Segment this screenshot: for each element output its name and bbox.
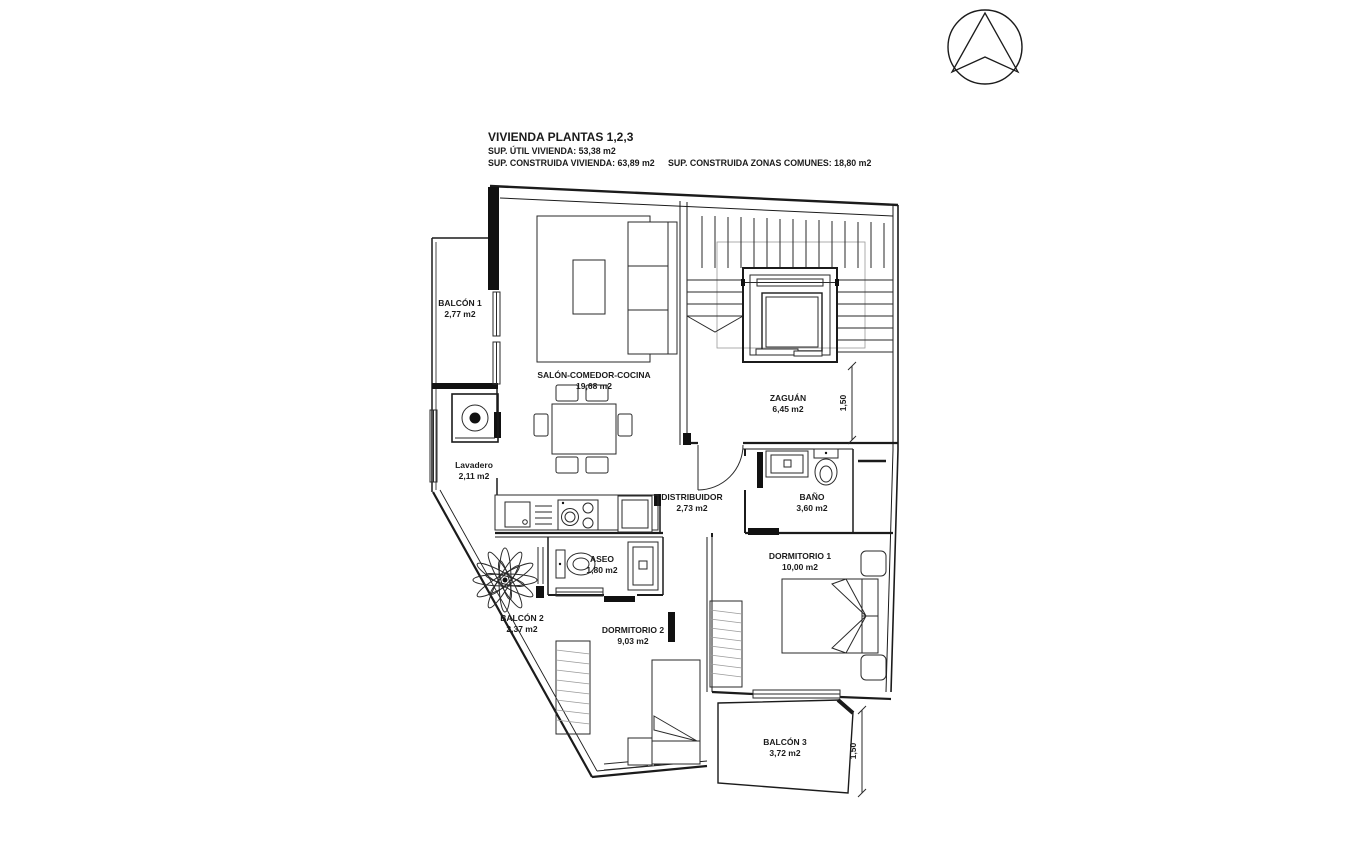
double-bed — [781, 578, 879, 654]
room-label-bano: BAÑO 3,60 m2 — [796, 492, 827, 513]
room-labels: BALCÓN 1 2,77 m2 SALÓN-COMEDOR-COCINA 19… — [438, 297, 831, 758]
room-label-lavadero: Lavadero 2,11 m2 — [455, 460, 493, 481]
room-label-balcon3: BALCÓN 3 3,72 m2 — [763, 736, 807, 758]
plant-icon — [472, 547, 538, 613]
room-name: SALÓN-COMEDOR-COCINA — [537, 369, 650, 380]
bano-fixtures — [765, 448, 886, 486]
room-name: ASEO — [590, 554, 614, 564]
dim-value: 1,50 — [848, 742, 858, 759]
title-block: VIVIENDA PLANTAS 1,2,3 SUP. ÚTIL VIVIEND… — [488, 130, 871, 168]
single-bed — [651, 659, 701, 765]
room-area: 2,77 m2 — [444, 309, 475, 319]
wardrobe-dorm2 — [555, 640, 591, 735]
kitchen-sink — [504, 501, 552, 528]
coffee-table — [572, 259, 606, 315]
room-area: 1,80 m2 — [586, 565, 617, 575]
room-name: BALCÓN 2 — [500, 612, 544, 623]
room-area: 2,37 m2 — [506, 624, 537, 634]
aseo-toilet — [555, 549, 596, 579]
room-label-balcon2: BALCÓN 2 2,37 m2 — [500, 612, 544, 634]
cooktop — [557, 499, 599, 531]
bano-sink — [765, 450, 809, 478]
room-area: 19,68 m2 — [576, 381, 612, 391]
fridge — [617, 495, 653, 533]
living-room-furniture — [533, 215, 678, 474]
room-label-zaguan: ZAGUÁN 6,45 m2 — [770, 393, 806, 414]
washing-machine — [451, 393, 499, 443]
room-name: BALCÓN 3 — [763, 736, 807, 747]
walls — [431, 184, 899, 794]
room-label-distribuidor: DISTRIBUIDOR 2,73 m2 — [661, 492, 722, 513]
wardrobe-dorm1 — [709, 600, 743, 688]
dining-table-set — [533, 384, 633, 474]
kitchen-counter — [494, 494, 659, 533]
room-label-dormitorio2: DORMITORIO 2 9,03 m2 — [602, 625, 664, 646]
room-area: 2,73 m2 — [676, 503, 707, 513]
room-name: Lavadero — [455, 460, 493, 470]
sup-construida-label: SUP. CONSTRUIDA VIVIENDA: 63,89 m2 — [488, 158, 655, 168]
staircase — [686, 216, 893, 353]
room-label-aseo: ASEO 1,80 m2 — [586, 554, 617, 575]
nightstand — [860, 654, 887, 681]
plan-title: VIVIENDA PLANTAS 1,2,3 — [488, 130, 634, 144]
room-area: 3,60 m2 — [796, 503, 827, 513]
room-name: BAÑO — [799, 492, 824, 502]
room-name: DORMITORIO 2 — [602, 625, 664, 635]
north-arrow-icon — [947, 9, 1023, 85]
room-area: 3,72 m2 — [769, 748, 800, 758]
dormitorio1-furniture — [709, 550, 887, 688]
elevator — [741, 267, 839, 363]
room-name: ZAGUÁN — [770, 393, 806, 403]
dimension-balcon3: 1,50 — [848, 705, 867, 798]
room-label-balcon1: BALCÓN 1 2,77 m2 — [438, 297, 482, 319]
aseo-fixtures — [555, 541, 659, 591]
room-name: DORMITORIO 1 — [769, 551, 831, 561]
dim-value: 1,50 — [838, 394, 848, 411]
shower — [627, 541, 659, 591]
room-label-dormitorio1: DORMITORIO 1 10,00 m2 — [769, 551, 831, 572]
room-name: DISTRIBUIDOR — [661, 492, 722, 502]
doors — [604, 444, 779, 642]
sup-util-label: SUP. ÚTIL VIVIENDA: 53,38 m2 — [488, 145, 616, 156]
nightstand — [860, 550, 887, 577]
dimension-zaguan: 1,50 — [838, 361, 857, 445]
bano-toilet — [813, 448, 839, 486]
room-name: BALCÓN 1 — [438, 297, 482, 308]
room-area: 10,00 m2 — [782, 562, 818, 572]
room-area: 2,11 m2 — [459, 471, 490, 481]
room-area: 6,45 m2 — [772, 404, 803, 414]
sup-comunes-label: SUP. CONSTRUIDA ZONAS COMUNES: 18,80 m2 — [668, 158, 871, 168]
sofa — [627, 221, 678, 355]
dormitorio2-furniture — [555, 640, 701, 766]
room-area: 9,03 m2 — [617, 636, 648, 646]
nightstand — [627, 737, 653, 766]
room-label-salon: SALÓN-COMEDOR-COCINA 19,68 m2 — [537, 369, 650, 391]
